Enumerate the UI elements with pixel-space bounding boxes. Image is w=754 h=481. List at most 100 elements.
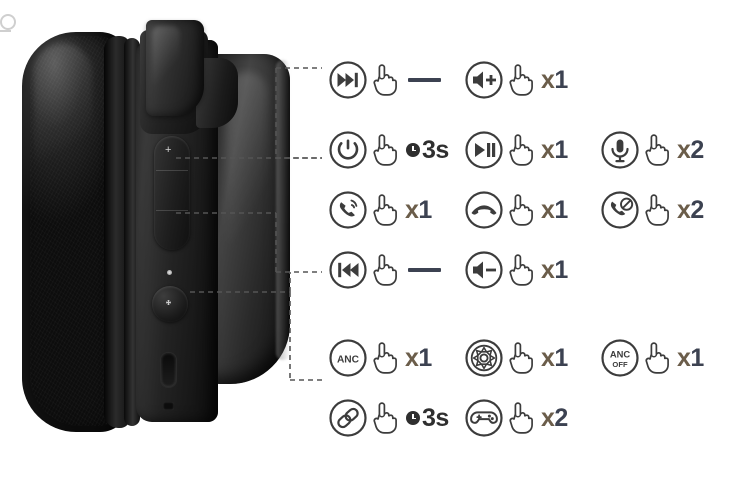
transparency-icon [464,338,504,378]
tap-hand-icon [369,340,399,376]
repeat-count-number: 1 [554,135,568,164]
legend-item-game-mode: x2 [464,398,568,438]
tap-hand-icon [641,132,671,168]
legend-item-anc-on: ANC x1 [328,338,432,378]
repeat-count-number: 2 [690,135,704,164]
next-track-icon [328,60,368,100]
legend-item-mic-mute-toggle: x2 [600,130,704,170]
svg-text:ANC: ANC [610,349,631,360]
hold-duration-label: 3s [422,403,449,432]
button-divider-upper [156,170,188,171]
repeat-count-number: 2 [554,403,568,432]
tap-hand-icon [505,400,535,436]
legend-item-end-call: x1 [464,190,568,230]
tap-hand-icon [505,62,535,98]
tap-hand-icon [505,192,535,228]
legend-item-reject-call: x2 [600,190,704,230]
volume-down-button-glyph[interactable] [0,30,11,32]
repeat-count-number: 2 [690,195,704,224]
microphone-hole [163,402,174,410]
repeat-count-number: 1 [554,255,568,284]
no-repeat-dash-next-track [408,78,441,82]
legend-item-transparency-mode: x1 [464,338,568,378]
gamepad-icon [464,398,504,438]
repeat-count-anc-off: x1 [677,343,704,372]
link-icon [328,398,368,438]
hold-duration-power: 3s [406,135,449,164]
play-pause-icon [464,130,504,170]
repeat-count-prefix: x [541,135,555,164]
repeat-count-prefix: x [541,343,555,372]
headband-arm [146,20,204,116]
button-strip[interactable] [154,136,190,250]
incoming-call-icon [328,190,368,230]
hold-duration-label: 3s [422,135,449,164]
repeat-count-play-pause: x1 [541,135,568,164]
headband-highlight [152,26,180,88]
no-repeat-dash-previous-track [408,268,441,272]
legend-item-power: 3s [328,130,449,170]
volume-up-button-glyph[interactable]: + [165,144,172,156]
button-divider-lower [156,210,188,211]
legend-item-pairing-mode: 3s [328,398,449,438]
repeat-count-prefix: x [405,195,419,224]
previous-track-icon [328,250,368,290]
repeat-count-end-call: x1 [541,195,568,224]
clock-icon [406,143,420,157]
repeat-count-prefix: x [541,403,555,432]
microphone-icon [600,130,640,170]
bluetooth-icon: ᛭ [164,295,174,312]
repeat-count-prefix: x [541,65,555,94]
legend-item-volume-up: x1 [464,60,568,100]
legend-item-play-pause: x1 [464,130,568,170]
tap-hand-icon [369,192,399,228]
legend-item-volume-down: x1 [464,250,568,290]
power-icon [328,130,368,170]
repeat-count-number: 1 [554,343,568,372]
tap-hand-icon [505,252,535,288]
svg-text:ANC: ANC [337,354,360,365]
legend-item-next-track [328,60,441,100]
multifunction-button-glyph[interactable] [0,14,16,30]
repeat-count-prefix: x [405,343,419,372]
usb-c-port [160,352,177,388]
tap-hand-icon [369,252,399,288]
reject-call-icon [600,190,640,230]
outer-shell-edge [276,60,290,360]
repeat-count-prefix: x [677,135,691,164]
led-indicator [167,270,172,275]
anc-icon: ANC [328,338,368,378]
tap-hand-icon [369,400,399,436]
tap-hand-icon [641,192,671,228]
repeat-count-number: 1 [554,195,568,224]
repeat-count-prefix: x [677,195,691,224]
tap-hand-icon [505,340,535,376]
clock-icon [406,411,420,425]
bluetooth-button[interactable] [152,286,188,322]
repeat-count-anc-on: x1 [405,343,432,372]
repeat-count-volume-down: x1 [541,255,568,284]
repeat-count-answer-call: x1 [405,195,432,224]
repeat-count-reject-call: x2 [677,195,704,224]
repeat-count-prefix: x [541,255,555,284]
hold-duration-pairing-mode: 3s [406,403,449,432]
volume-down-icon [464,250,504,290]
repeat-count-mic-mute-toggle: x2 [677,135,704,164]
ear-cushion-highlight [34,44,92,194]
volume-up-icon [464,60,504,100]
repeat-count-game-mode: x2 [541,403,568,432]
repeat-count-prefix: x [541,195,555,224]
repeat-count-number: 1 [690,343,704,372]
repeat-count-transparency-mode: x1 [541,343,568,372]
repeat-count-number: 1 [554,65,568,94]
svg-text:OFF: OFF [612,360,628,369]
repeat-count-volume-up: x1 [541,65,568,94]
tap-hand-icon [505,132,535,168]
end-call-icon [464,190,504,230]
headphone-product-image: + ᛭ [0,14,300,474]
tap-hand-icon [369,62,399,98]
